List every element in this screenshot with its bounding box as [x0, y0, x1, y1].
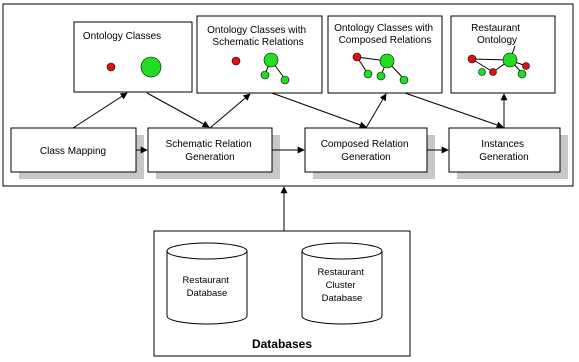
pipeline-frame: [2, 3, 574, 187]
title-line: Schematic Relations: [212, 37, 303, 48]
ontology-box-classes: Ontology Classes: [73, 21, 193, 93]
label-line: Generation: [479, 152, 528, 163]
title-line: Restaurant: [471, 23, 520, 34]
label-line: Schematic Relation: [166, 139, 252, 150]
title-line: Ontology: [477, 35, 517, 46]
label-line: Cluster: [326, 280, 356, 291]
title-line: Composed Relations: [339, 35, 432, 46]
arrow: [146, 92, 210, 128]
ontology-box-restaurant-ontology: Restaurant Ontology: [450, 15, 556, 94]
label-line: Database: [322, 293, 363, 304]
title-line: Ontology Classes with: [334, 23, 433, 34]
process-box-label: Instances Generation: [479, 139, 528, 163]
green-node: [478, 68, 486, 76]
process-box-schematic-relation-generation: Schematic Relation Generation: [147, 127, 280, 179]
databases-title: Databases: [252, 337, 312, 351]
green-node: [260, 70, 270, 80]
label-line: Instances: [481, 139, 524, 150]
green-node: [502, 52, 518, 68]
process-box-label: Class Mapping: [40, 146, 106, 157]
label-line: Database: [187, 288, 228, 299]
databases-group: Restaurant Database Restaurant Cluster D…: [153, 230, 411, 357]
ontology-box-schematic-relations: Ontology Classes with Schematic Relation…: [196, 15, 323, 94]
label-line: Class Mapping: [40, 146, 106, 157]
red-node: [467, 54, 477, 64]
ontology-box-title: Ontology Classes: [83, 31, 161, 42]
label-line: Restaurant: [182, 275, 229, 286]
ontology-box-title: Ontology Classes with Schematic Relation…: [207, 25, 309, 48]
green-node: [399, 75, 409, 85]
label-line: Generation: [341, 152, 390, 163]
ontology-box-title: Ontology Classes with Composed Relations: [334, 23, 436, 46]
arrow: [365, 93, 387, 129]
arrow: [404, 92, 504, 129]
restaurant-database-icon: Restaurant Database: [166, 242, 248, 325]
green-node: [517, 69, 527, 79]
red-node: [231, 56, 241, 66]
ontology-box-composed-relations: Ontology Classes with Composed Relations: [327, 15, 443, 94]
green-node: [376, 71, 386, 81]
green-node: [363, 69, 373, 79]
arrow: [209, 93, 251, 129]
green-node: [280, 75, 290, 85]
ontology-box-title: Restaurant Ontology: [471, 23, 523, 46]
label-line: Composed Relation: [321, 139, 409, 150]
red-node: [522, 62, 530, 70]
process-box-label: Schematic Relation Generation: [166, 139, 255, 163]
flow-arrows: [72, 92, 508, 231]
restaurant-cluster-database-icon: Restaurant Cluster Database: [301, 242, 383, 325]
green-node: [263, 52, 279, 68]
title-line: Ontology Classes with: [207, 25, 306, 36]
process-box-label: Composed Relation Generation: [321, 139, 412, 163]
green-node: [379, 53, 395, 69]
red-node: [352, 52, 362, 62]
arrow: [271, 92, 367, 129]
process-box-class-mapping: Class Mapping: [10, 127, 144, 179]
database-label: Restaurant Database: [182, 275, 231, 299]
arrow: [72, 92, 128, 129]
red-node: [489, 68, 497, 76]
process-box-instances-generation: Instances Generation: [448, 127, 568, 179]
process-box-composed-relation-generation: Composed Relation Generation: [304, 127, 435, 179]
title-line: Ontology Classes: [83, 31, 161, 42]
red-node: [106, 62, 116, 72]
label-line: Generation: [185, 152, 234, 163]
green-node: [140, 56, 162, 78]
database-label: Restaurant Cluster Database: [317, 267, 366, 304]
label-line: Restaurant: [317, 267, 364, 278]
